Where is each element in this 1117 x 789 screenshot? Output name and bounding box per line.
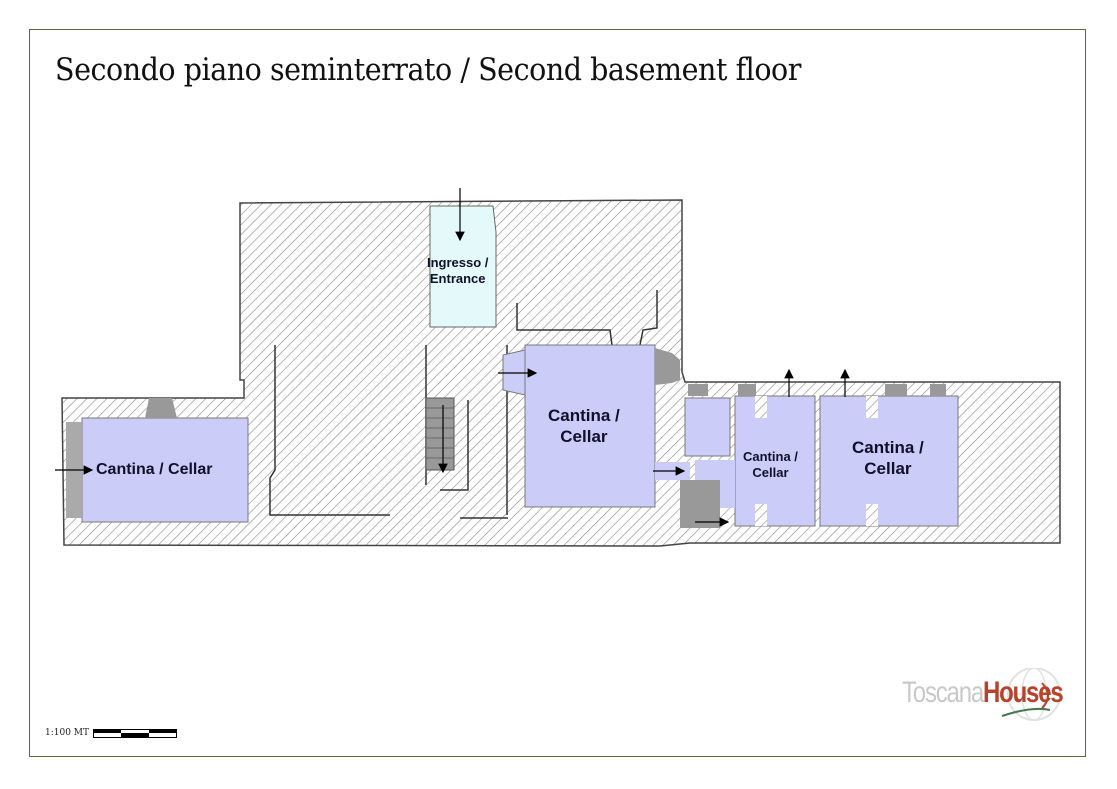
cellar-center-room	[502, 344, 690, 508]
page-title: Secondo piano seminterrato / Second base…	[55, 52, 801, 88]
cellar-west-label: Cantina / Cellar	[96, 461, 213, 478]
entrance-label-line1: Ingresso /	[427, 255, 489, 270]
cellar-east-large-label-line1: Cantina /	[852, 438, 924, 457]
entrance-label-line2: Entrance	[429, 271, 486, 287]
globe-icon	[1001, 668, 1061, 721]
cellar-center-label-line2: Cellar	[560, 427, 608, 447]
cellar-east-small-room	[680, 395, 816, 528]
access-arrows	[55, 188, 850, 527]
scale-bar	[93, 728, 178, 738]
cellar-east-large-room	[819, 395, 959, 527]
cellar-center-label-line1: Cantina /	[548, 406, 620, 425]
entrance-label: Ingresso / Entrance	[427, 255, 488, 288]
scale-label: 1:100 MT	[45, 728, 90, 738]
scale-indicator: 1:100 MT	[45, 728, 178, 738]
logo-text-toscana: Toscana	[902, 676, 984, 709]
cellar-east-small-label-line2: Cellar	[752, 465, 789, 481]
toscana-houses-logo: ToscanaHouses	[902, 668, 1072, 728]
entrance-room	[429, 205, 497, 328]
cellar-east-small-label-line1: Cantina /	[743, 449, 798, 464]
cellar-center-label: Cantina / Cellar	[548, 405, 620, 448]
window-niches	[688, 384, 946, 396]
cellar-east-large-label: Cantina / Cellar	[852, 437, 924, 480]
logo-text-houses: Houses	[983, 676, 1064, 709]
cellar-east-small-label: Cantina / Cellar	[743, 449, 798, 482]
staircase	[425, 397, 455, 471]
cellar-west-room	[66, 398, 249, 523]
cellar-east-large-label-line2: Cellar	[864, 459, 912, 479]
